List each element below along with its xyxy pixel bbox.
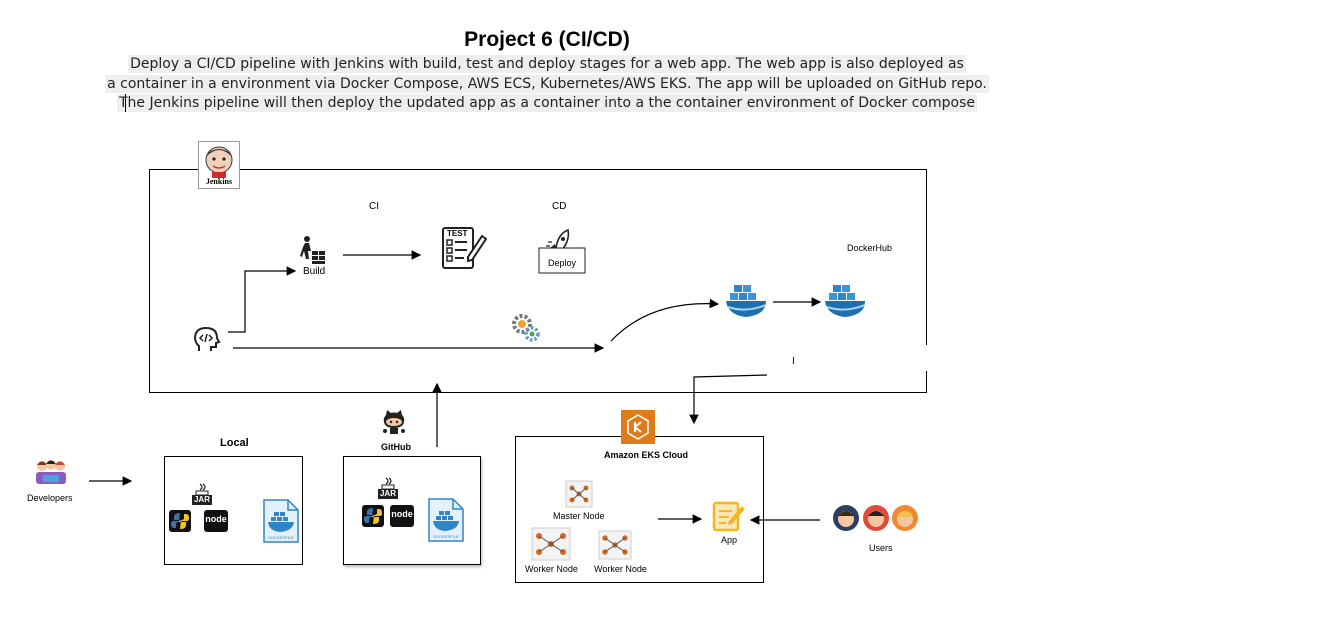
- test-checklist-icon: TEST: [440, 226, 488, 270]
- jenkins-icon: Jenkins: [198, 141, 240, 189]
- text-cursor: [125, 94, 126, 112]
- description-line-2: a container in a environment via Docker …: [0, 75, 1094, 93]
- cd-label: CD: [552, 201, 567, 212]
- build-icon: [298, 235, 326, 265]
- developers-icon: [34, 458, 68, 486]
- node-label: node: [205, 514, 227, 524]
- deploy-label: Deploy: [547, 258, 576, 268]
- code-head-icon: [193, 326, 221, 354]
- aws-eks-icon: [621, 410, 655, 444]
- jenkins-pipeline-box: [149, 169, 927, 393]
- nodejs-icon: node: [204, 510, 228, 532]
- marker-text: I: [792, 356, 795, 367]
- dockerfile-icon: DOCKERFILE: [262, 498, 300, 544]
- master-node-label: Master Node: [553, 511, 605, 521]
- jar-label: JAR: [192, 495, 212, 505]
- worker-node-icon: [531, 527, 571, 561]
- description-line-1: Deploy a CI/CD pipeline with Jenkins wit…: [0, 55, 1094, 73]
- arrow-to-docker-image: [610, 298, 720, 342]
- arrow-to-eks: [689, 374, 768, 425]
- description-text: Deploy a CI/CD pipeline with Jenkins wit…: [128, 55, 966, 73]
- github-title: GitHub: [381, 442, 411, 452]
- worker-node-1-label: Worker Node: [525, 564, 578, 574]
- node-label: node: [391, 509, 413, 519]
- developers-label: Developers: [27, 493, 73, 503]
- worker-node-icon: [598, 530, 632, 560]
- description-text: The Jenkins pipeline will then deploy th…: [117, 94, 977, 112]
- dockerfile-label: DOCKERFILE: [268, 535, 294, 540]
- description-text: a container in a environment via Docker …: [105, 75, 989, 93]
- nodejs-icon: node: [390, 505, 414, 527]
- users-label: Users: [869, 543, 893, 553]
- dockerfile-icon: DOCKERFILE: [427, 497, 465, 543]
- deploy-rocket-icon: Deploy: [538, 228, 586, 274]
- page-title: Project 6 (CI/CD): [464, 28, 630, 51]
- python-icon: [362, 505, 384, 527]
- dockerhub-label: DockerHub: [847, 243, 893, 253]
- jenkins-label: Jenkins: [205, 177, 233, 186]
- dockerfile-label: DOCKERFILE: [433, 534, 459, 539]
- app-icon: [712, 500, 746, 532]
- jar-file-icon: JAR: [192, 482, 212, 506]
- jar-file-icon: JAR: [378, 476, 398, 500]
- build-label: Build: [303, 266, 326, 277]
- test-label: TEST: [447, 229, 468, 238]
- master-node-icon: [565, 480, 593, 508]
- python-icon: [169, 510, 191, 532]
- arrow-code-to-build: [228, 266, 297, 333]
- eks-cloud-title: Amazon EKS Cloud: [604, 450, 689, 460]
- users-icon: [832, 503, 920, 533]
- worker-node-2-label: Worker Node: [594, 564, 647, 574]
- app-label: App: [721, 535, 738, 545]
- ci-label: CI: [369, 201, 379, 212]
- dockerhub-icon: [823, 283, 869, 321]
- jar-label: JAR: [378, 489, 398, 499]
- description-line-3: The Jenkins pipeline will then deploy th…: [0, 94, 1094, 112]
- local-title: Local: [220, 437, 249, 449]
- docker-image-icon: [724, 283, 770, 321]
- box-border-gap: [920, 345, 930, 371]
- github-octocat-icon: [381, 409, 407, 437]
- gears-icon: [510, 312, 542, 344]
